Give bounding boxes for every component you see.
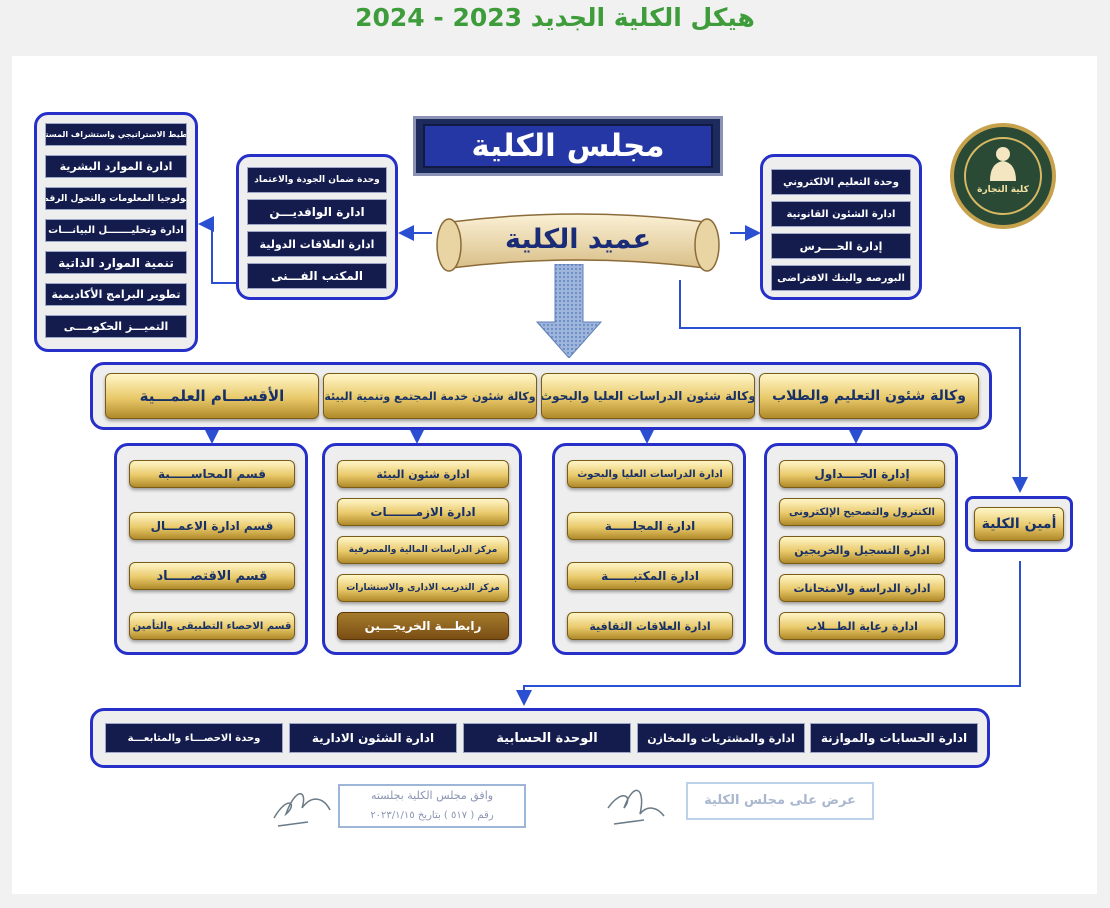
panel-vice-deans: وكالة شئون التعليم والطلاب وكالة شئون ال… xyxy=(90,362,992,430)
college-secretary-box: أمين الكلية xyxy=(965,496,1073,552)
unit-virtual-bank[interactable]: البورصه والبنك الافتراضى xyxy=(771,265,911,291)
seal-label: كلية التجارة xyxy=(977,185,1029,195)
signature-left-icon xyxy=(273,793,331,827)
unit-human-resources[interactable]: ادارة الموارد البشرية xyxy=(45,155,187,178)
panel-graduate-units: ادارة الدراسات العليا والبحوث ادارة المج… xyxy=(552,443,746,655)
unit-accounts-budget[interactable]: ادارة الحسابات والموازنة xyxy=(810,723,978,753)
dept-economics[interactable]: قسم الاقتصـــــاد xyxy=(129,562,295,590)
panel-admin-units: ادارة الحسابات والموازنة ادارة والمشتريا… xyxy=(90,708,990,768)
unit-guards[interactable]: إدارة الحــــرس xyxy=(771,233,911,259)
page-title: هيكل الكلية الجديد 2023 - 2024 xyxy=(355,3,755,32)
unit-accounting-unit[interactable]: الوحدة الحسابية xyxy=(463,723,631,753)
vice-dean-community-service[interactable]: وكالة شئون خدمة المجتمع وتنمية البيئة xyxy=(323,373,537,419)
arrow-office-to-left xyxy=(198,216,247,284)
vice-dean-graduate-research[interactable]: وكالة شئون الدراسات العليا والبحوث xyxy=(541,373,755,419)
college-council-box[interactable]: مجلس الكلية xyxy=(413,116,723,176)
unit-library[interactable]: ادارة المكتبــــــة xyxy=(567,562,733,590)
unit-training-center[interactable]: مركز التدريب الادارى والاستشارات xyxy=(337,574,509,602)
unit-student-care[interactable]: ادارة رعاية الطـــلاب xyxy=(779,612,945,640)
down-arrow-icon xyxy=(535,263,603,359)
unit-expatriates[interactable]: ادارة الوافديـــن xyxy=(247,199,387,225)
unit-data-analysis[interactable]: ادارة وتحليـــــــل البيانـــات xyxy=(45,219,187,242)
college-secretary[interactable]: أمين الكلية xyxy=(974,507,1064,541)
unit-graduate-studies[interactable]: ادارة الدراسات العليا والبحوث xyxy=(567,460,733,488)
unit-schedules[interactable]: إدارة الجــــداول xyxy=(779,460,945,488)
unit-international-relations[interactable]: ادارة العلاقات الدولية xyxy=(247,231,387,257)
unit-cultural-relations[interactable]: ادارة العلاقات الثقافية xyxy=(567,612,733,640)
college-logo-seal: كلية التجارة xyxy=(950,123,1056,229)
unit-control-correction[interactable]: الكنترول والتصحيح الإلكترونى xyxy=(779,498,945,526)
dept-statistics-insurance[interactable]: قسم الاحصاء التطبيقى والتأمين xyxy=(129,612,295,640)
scroll-banner-icon xyxy=(436,213,720,272)
panel-quality-units: وحدة ضمان الجودة والاعتماد ادارة الوافدي… xyxy=(236,154,398,300)
panel-departments: قسم المحاســـــبة قسم ادارة الاعمـــال ق… xyxy=(114,443,308,655)
dean-label: عميد الكلية xyxy=(504,224,652,255)
unit-crisis-management[interactable]: ادارة الازمـــــــات xyxy=(337,498,509,526)
unit-gov-excellence[interactable]: التميـــز الحكومـــى xyxy=(45,315,187,338)
unit-journal[interactable]: ادارة المجلـــــة xyxy=(567,512,733,540)
presented-stamp: عرض على مجلس الكلية xyxy=(686,782,874,820)
panel-strategic-units: التخطيط الاستراتيجي واستشراف المستقبل اد… xyxy=(34,112,198,352)
panel-education-units: إدارة الجــــداول الكنترول والتصحيح الإل… xyxy=(764,443,958,655)
seal-inner-ring xyxy=(964,137,1042,215)
panel-support-units: وحدة التعليم الالكتروني ادارة الشئون الق… xyxy=(760,154,922,300)
seated-figure-icon xyxy=(990,147,1016,181)
approval-line-1: وافق مجلس الكلية بجلسته xyxy=(370,789,494,802)
dean-banner[interactable]: عميد الكلية xyxy=(429,208,727,278)
unit-academic-programs[interactable]: تطوير البرامج الأكاديمية xyxy=(45,283,187,306)
unit-environment-affairs[interactable]: ادارة شئون البيئة xyxy=(337,460,509,488)
arrow-dean-to-secretary xyxy=(679,280,1028,493)
panel-community-units: ادارة شئون البيئة ادارة الازمـــــــات م… xyxy=(322,443,522,655)
approval-stamp: وافق مجلس الكلية بجلسته رقم ( ٥١٧ ) بتار… xyxy=(338,784,526,828)
dept-accounting[interactable]: قسم المحاســـــبة xyxy=(129,460,295,488)
vice-dean-education-students[interactable]: وكالة شئون التعليم والطلاب xyxy=(759,373,979,419)
unit-it-digital[interactable]: تكنولوجيا المعلومات والتحول الرقمي xyxy=(45,187,187,210)
unit-registration-graduates[interactable]: ادارة التسجيل والخريجين xyxy=(779,536,945,564)
unit-technical-office[interactable]: المكتب الفـــنى xyxy=(247,263,387,289)
scientific-departments-header[interactable]: الأقســـام العلمـــية xyxy=(105,373,319,419)
unit-alumni-association[interactable]: رابطـــة الخريجـــين xyxy=(337,612,509,640)
dept-business-administration[interactable]: قسم ادارة الاعمـــال xyxy=(129,512,295,540)
unit-self-resources[interactable]: تنمية الموارد الذاتية xyxy=(45,251,187,274)
unit-financial-studies-center[interactable]: مركز الدراسات المالية والمصرفية xyxy=(337,536,509,564)
unit-statistics-followup[interactable]: وحدة الاحصـــاء والمتابعـــة xyxy=(105,723,283,753)
signature-right-icon xyxy=(607,789,665,825)
unit-e-learning[interactable]: وحدة التعليم الالكتروني xyxy=(771,169,911,195)
org-chart-canvas: التخطيط الاستراتيجي واستشراف المستقبل اد… xyxy=(12,56,1097,894)
arrow-secretary-to-admin xyxy=(516,561,1021,706)
unit-strategic-planning[interactable]: التخطيط الاستراتيجي واستشراف المستقبل xyxy=(45,123,187,146)
unit-legal-affairs[interactable]: ادارة الشئون القانونية xyxy=(771,201,911,227)
unit-procurement-stores[interactable]: ادارة والمشتريات والمخازن xyxy=(637,723,805,753)
unit-quality-assurance[interactable]: وحدة ضمان الجودة والاعتماد xyxy=(247,167,387,193)
college-council-label: مجلس الكلية xyxy=(423,124,713,168)
unit-administrative-affairs[interactable]: ادارة الشئون الادارية xyxy=(289,723,457,753)
approval-line-2: رقم ( ٥١٧ ) بتاريخ ٢٠٢٣/١/١٥ xyxy=(370,810,494,821)
unit-study-exams[interactable]: ادارة الدراسة والامتحانات xyxy=(779,574,945,602)
